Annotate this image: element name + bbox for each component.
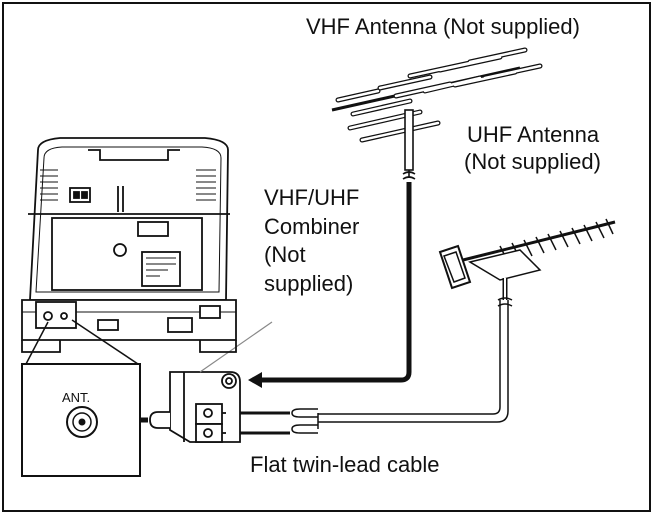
combiner-label-line4: supplied) bbox=[264, 270, 354, 296]
combiner-label-line3: (Not bbox=[264, 242, 306, 268]
arrow-icon bbox=[248, 372, 262, 388]
uhf-antenna-label: UHF Antenna (Not supplied) bbox=[464, 122, 601, 176]
vhf-antenna-label: VHF Antenna (Not supplied) bbox=[306, 14, 580, 39]
combiner-label: VHF/UHF Combiner (Not supplied) bbox=[264, 184, 359, 298]
vhf-coax-cable bbox=[252, 182, 412, 383]
cable-label: Flat twin-lead cable bbox=[250, 452, 440, 477]
combiner-box bbox=[149, 371, 241, 443]
plug-icon bbox=[291, 408, 319, 434]
uhf-antenna-icon bbox=[438, 218, 616, 300]
ant-jack-label: ANT. bbox=[62, 390, 91, 405]
ant-jack-icon bbox=[66, 406, 98, 438]
combiner-label-line1: VHF/UHF bbox=[264, 185, 360, 210]
diagram-frame bbox=[2, 2, 651, 512]
vhf-antenna-icon bbox=[331, 47, 543, 180]
uhf-antenna-label-line1: UHF Antenna bbox=[467, 122, 600, 147]
tv-rear-panel bbox=[21, 137, 237, 353]
combiner-label-line2: Combiner bbox=[264, 213, 360, 239]
uhf-antenna-label-line2: (Not supplied) bbox=[464, 148, 601, 174]
uhf-twin-lead bbox=[318, 300, 509, 423]
